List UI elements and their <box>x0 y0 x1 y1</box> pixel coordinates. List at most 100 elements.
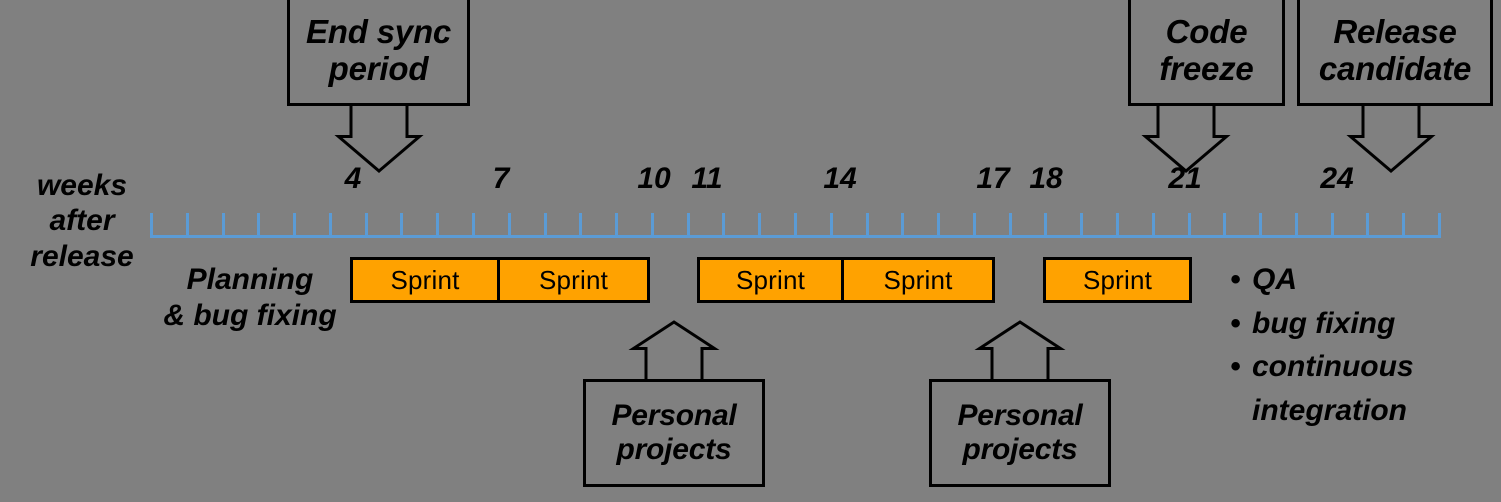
bullet-list: • QA • bug fixing • continuous integration <box>1230 258 1495 432</box>
week-label-4: 4 <box>344 162 362 195</box>
axis-tick <box>1009 213 1012 238</box>
sprint-bar[interactable]: Sprint <box>844 257 995 303</box>
text-line: Personal <box>957 399 1083 433</box>
sprint-bar-label: Sprint <box>1082 264 1153 295</box>
axis-tick <box>830 213 833 238</box>
text-line: candidate <box>1318 50 1472 87</box>
axis-tick <box>222 213 225 238</box>
text-line: period <box>328 50 429 87</box>
week-label-17: 17 <box>976 162 1010 195</box>
bullet-item: • QA <box>1230 258 1495 302</box>
bullet-text-wrap: QA <box>1252 258 1297 302</box>
arrow-code-freeze <box>1141 103 1231 173</box>
bullet-dot-icon: • <box>1230 306 1241 340</box>
axis-tick <box>1295 213 1298 238</box>
week-label-10: 10 <box>637 162 671 195</box>
axis-tick <box>508 213 511 238</box>
planning-caption-line-1: Planning <box>186 263 314 296</box>
bullet-dot-icon: • <box>1230 263 1241 296</box>
axis-tick <box>1366 213 1369 238</box>
axis-tick <box>1116 213 1119 238</box>
axis-tick <box>1402 213 1405 238</box>
axis-tick <box>722 213 725 238</box>
bullet-label: QA <box>1252 263 1297 296</box>
bullet-label: bug fixing <box>1252 306 1396 340</box>
week-label-14: 14 <box>823 162 857 195</box>
axis-tick <box>937 213 940 238</box>
planning-caption: Planning & bug fixing <box>152 262 348 334</box>
bullet-item: • bug fixing <box>1230 302 1495 346</box>
bullet-item: • continuous <box>1230 345 1495 389</box>
week-label-24: 24 <box>1320 162 1354 195</box>
axis-tick <box>400 213 403 238</box>
axis-tick <box>901 213 904 238</box>
week-label-7: 7 <box>492 162 510 195</box>
sprint-bar-label: Sprint <box>390 264 460 295</box>
axis-tick <box>293 213 296 238</box>
week-label-21: 21 <box>1168 162 1202 195</box>
axis-caption-line-1: weeks <box>36 169 128 202</box>
bullet-text-wrap: continuous <box>1252 345 1414 389</box>
axis-tick <box>1080 213 1083 238</box>
week-label-18: 18 <box>1029 162 1063 195</box>
sprint-bar-label: Sprint <box>735 264 806 295</box>
axis-tick <box>1438 213 1441 238</box>
axis-tick <box>687 213 690 238</box>
axis-tick <box>544 213 547 238</box>
axis-caption-line-2: after <box>49 204 115 238</box>
bullet-dot-icon: • <box>1230 350 1241 383</box>
axis-caption-line-3: release <box>30 239 134 273</box>
axis-tick <box>1223 213 1226 238</box>
axis-tick <box>329 213 332 238</box>
axis-tick <box>794 213 797 238</box>
text-line: Personal <box>611 399 737 433</box>
planning-caption-line-2: & bug fixing <box>163 299 337 332</box>
axis-tick <box>615 213 618 238</box>
sprint-bar-label: Sprint <box>883 264 953 295</box>
axis-tick <box>1044 213 1047 238</box>
axis-tick <box>758 213 761 238</box>
sprint-bar[interactable]: Sprint <box>350 257 500 303</box>
axis-tick <box>866 213 869 238</box>
axis-tick <box>1152 213 1155 238</box>
sprint-bar-label: Sprint <box>538 264 609 295</box>
axis-caption: weeks after release <box>12 168 152 274</box>
bullet-label-continuation: integration <box>1252 393 1407 427</box>
sprint-bar[interactable]: Sprint <box>1043 257 1192 303</box>
sprint-bar[interactable]: Sprint <box>500 257 650 303</box>
arrow-end-sync-period <box>334 103 424 173</box>
axis-tick <box>257 213 260 238</box>
text-line: End sync <box>305 13 452 51</box>
text-line: Code <box>1165 13 1248 51</box>
bullet-text-wrap: bug fixing <box>1252 302 1395 346</box>
axis-tick <box>436 213 439 238</box>
arrow-personal-projects-1 <box>628 320 720 382</box>
arrow-release-candidate <box>1346 103 1436 173</box>
axis-tick <box>579 213 582 238</box>
axis-tick <box>1188 213 1191 238</box>
axis-tick <box>186 213 189 238</box>
axis-tick <box>1331 213 1334 238</box>
axis-tick <box>1259 213 1262 238</box>
week-label-11: 11 <box>691 162 723 195</box>
text-line: freeze <box>1159 50 1254 87</box>
bullet-label: continuous <box>1252 350 1414 383</box>
text-line: projects <box>616 433 732 466</box>
text-line: Release <box>1333 13 1457 51</box>
sprint-bar[interactable]: Sprint <box>697 257 844 303</box>
axis-tick <box>472 213 475 238</box>
axis-tick <box>651 213 654 238</box>
axis-tick <box>150 213 153 238</box>
axis-tick <box>365 213 368 238</box>
axis-tick <box>973 213 976 238</box>
arrow-personal-projects-2 <box>974 320 1066 382</box>
